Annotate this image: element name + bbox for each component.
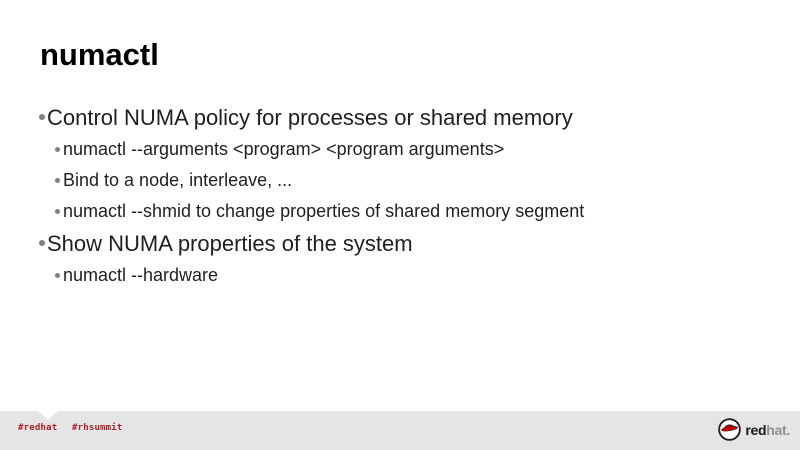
- bullet-text: numactl --hardware: [63, 265, 219, 285]
- bullet-item-level2: Bind to a node, interleave, ...: [39, 165, 759, 196]
- bullet-list: Control NUMA policy for processes or sha…: [39, 101, 759, 291]
- logo-red-text: red: [745, 421, 767, 438]
- hashtag-rhsummit: #rhsummit: [71, 423, 123, 433]
- bullet-text: Control NUMA policy for processes or sha…: [47, 105, 573, 130]
- bullet-dot-icon: [55, 178, 60, 183]
- hashtag-redhat: #redhat: [18, 423, 58, 433]
- bullet-dot-icon: [55, 273, 60, 278]
- bullet-item-level2: numactl --hardware: [39, 260, 759, 291]
- slide-title: numactl: [40, 37, 159, 72]
- bullet-text: Bind to a node, interleave, ...: [63, 170, 293, 190]
- bullet-dot-icon: [39, 114, 45, 120]
- footer-notch: [38, 411, 58, 420]
- bullet-text: numactl --arguments <program> <program a…: [63, 139, 505, 159]
- bullet-text: numactl --shmid to change properties of …: [63, 201, 585, 221]
- footer-bar: #redhat #rhsummit redhat.: [0, 411, 800, 450]
- bullet-item-level1: Control NUMA policy for processes or sha…: [39, 101, 759, 134]
- bullet-text: Show NUMA properties of the system: [47, 231, 413, 256]
- footer-hashtags: #redhat #rhsummit: [18, 423, 132, 433]
- bullet-item-level2: numactl --shmid to change properties of …: [39, 196, 759, 227]
- bullet-item-level2: numactl --arguments <program> <program a…: [39, 134, 759, 165]
- redhat-logo: redhat.: [718, 418, 790, 441]
- bullet-dot-icon: [39, 240, 45, 246]
- redhat-fedora-icon: [718, 418, 742, 441]
- bullet-item-level1: Show NUMA properties of the system: [39, 227, 759, 260]
- redhat-wordmark: redhat.: [745, 422, 790, 438]
- bullet-dot-icon: [55, 147, 60, 152]
- logo-period: .: [786, 421, 790, 438]
- logo-hat-text: hat: [766, 421, 787, 438]
- bullet-dot-icon: [55, 209, 60, 214]
